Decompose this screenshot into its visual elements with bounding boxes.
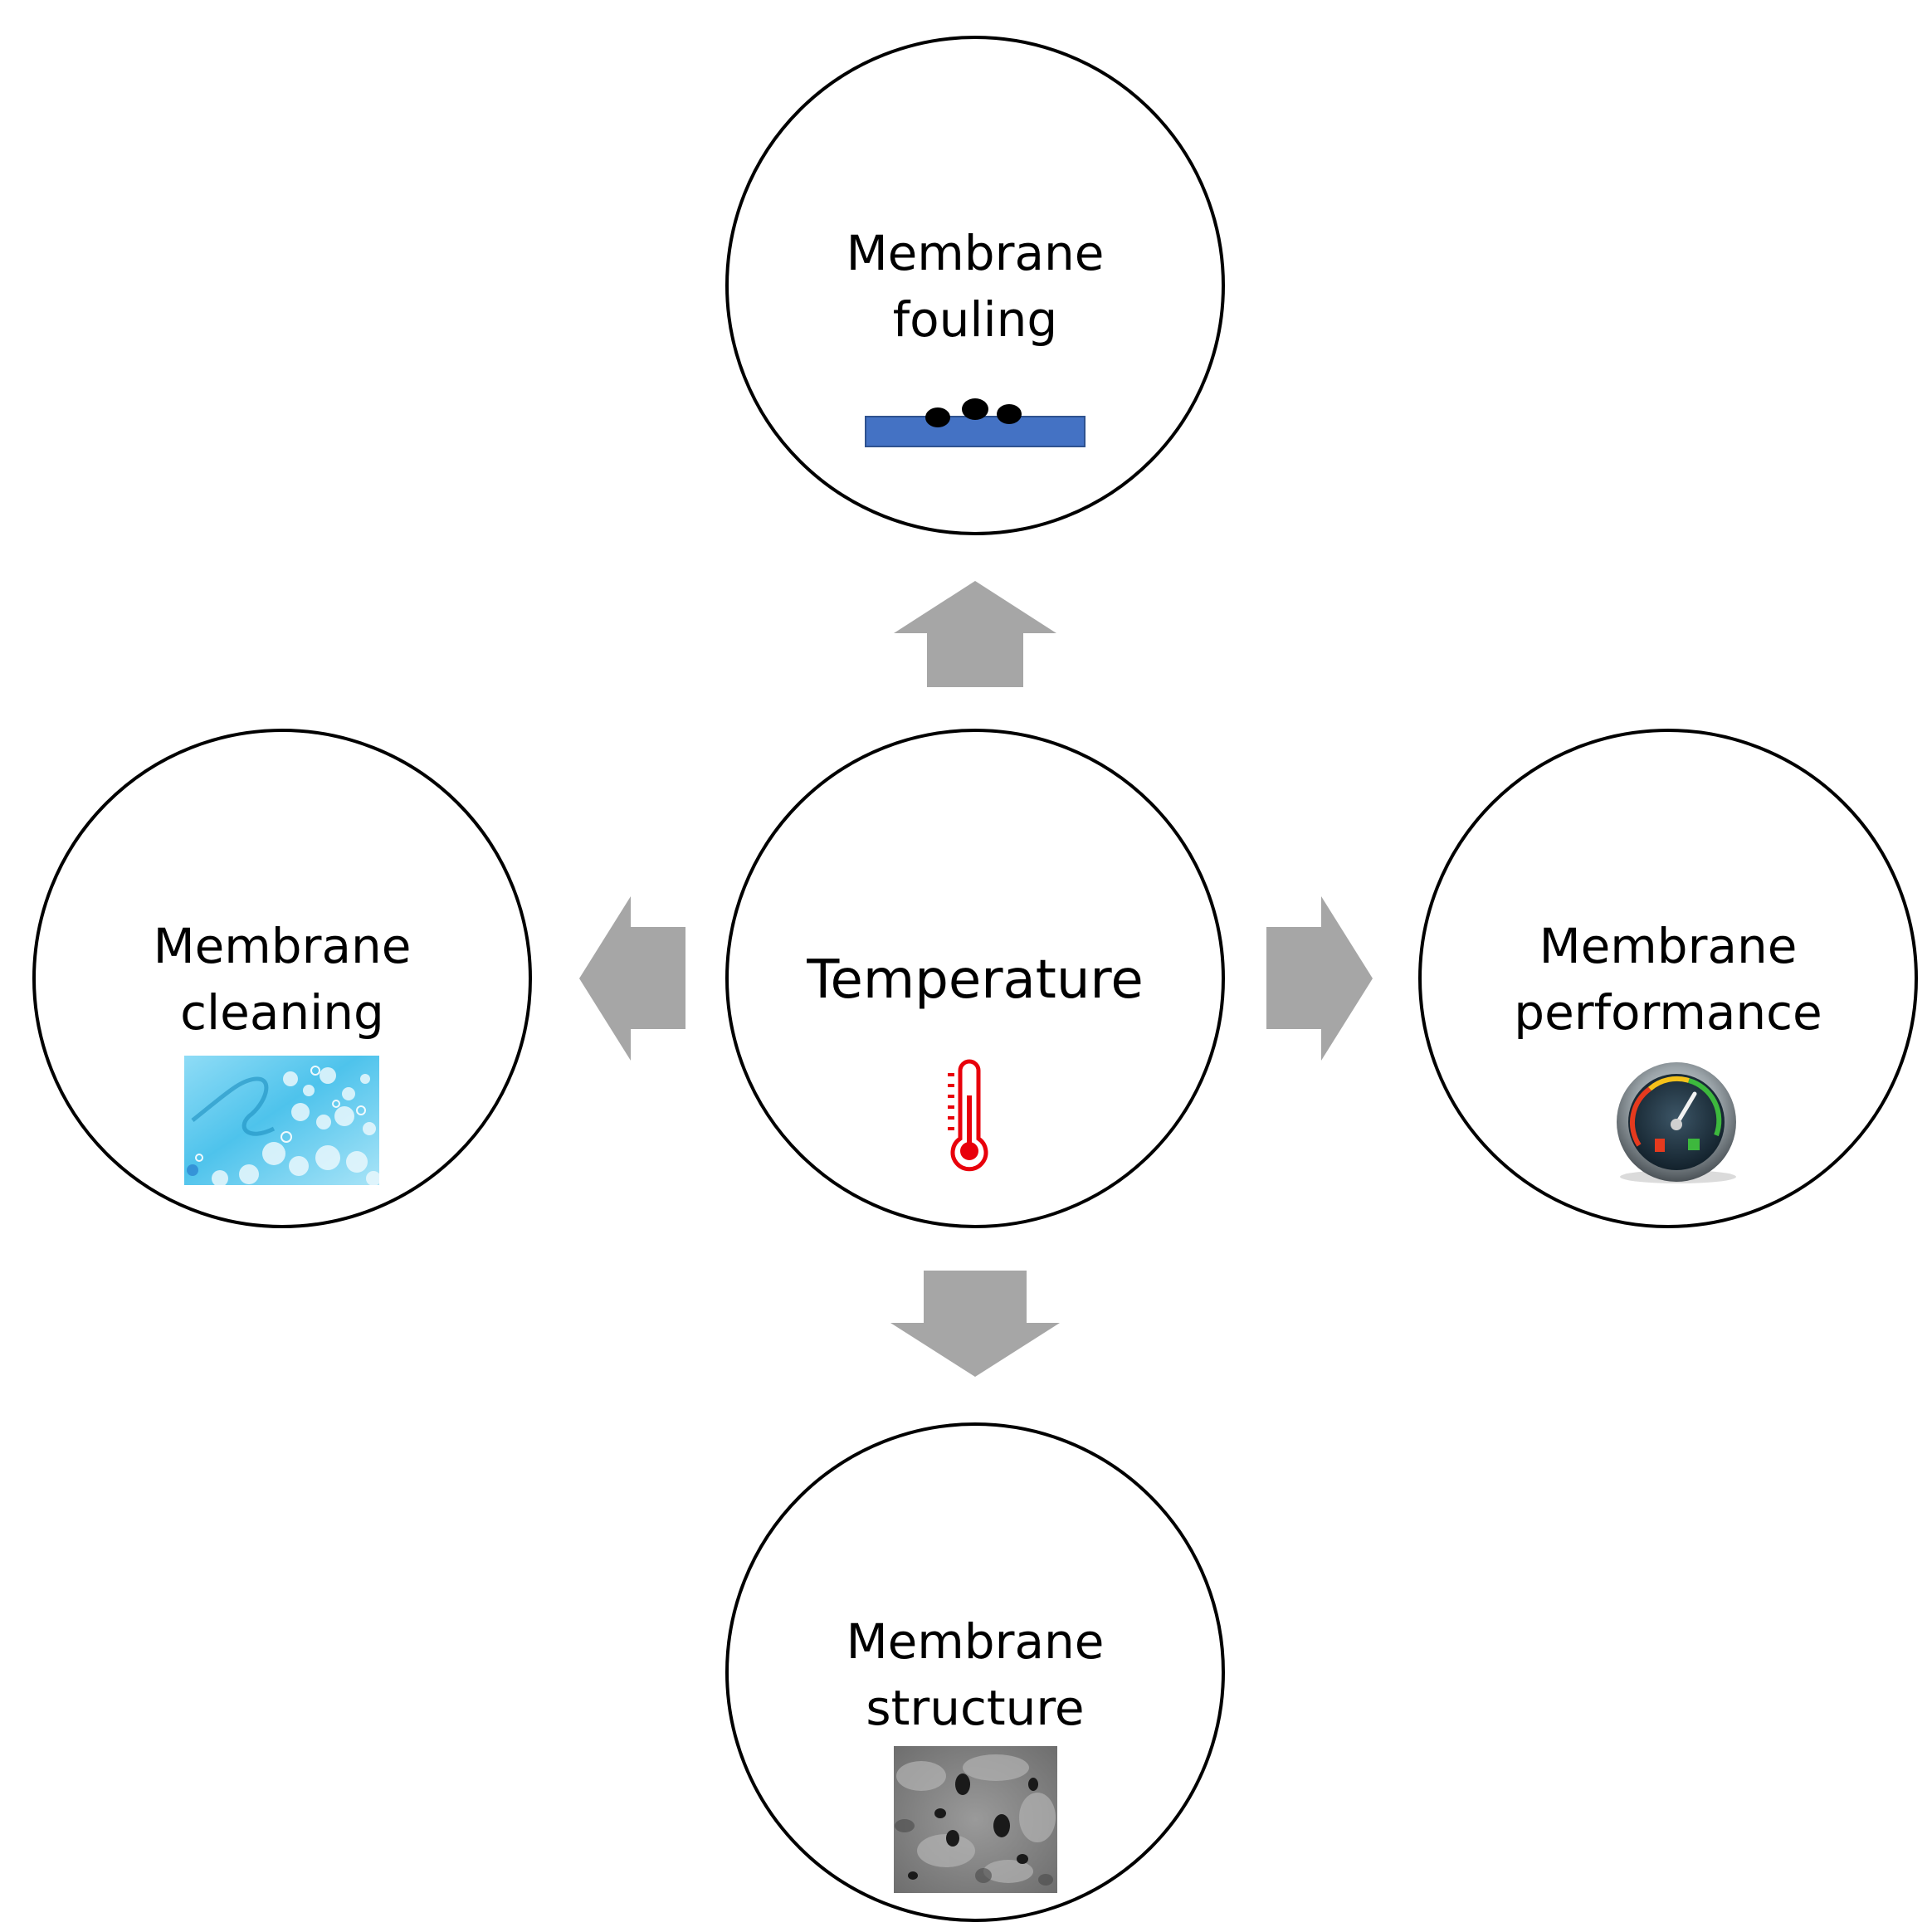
node-membrane-performance: Membrane performance [1418,729,1918,1228]
foam-bubbles-image [184,1056,379,1185]
node-membrane-structure: Membrane structure [725,1422,1225,1922]
arrow-up [894,581,1056,687]
node-membrane-fouling: Membrane fouling [725,36,1225,535]
arrow-right [1266,896,1373,1061]
speedometer-gauge-icon [1617,1062,1736,1183]
center-title: Temperature [806,949,1143,1011]
fouled-membrane-icon [865,398,1086,447]
arrow-left [579,896,685,1061]
node-membrane-cleaning: Membrane cleaning [32,729,532,1228]
sem-micrograph-image [894,1746,1057,1893]
node-cleaning-line1: Membrane [154,918,412,974]
node-temperature: Temperature [725,729,1225,1228]
node-cleaning-line2: cleaning [180,984,384,1041]
node-fouling-line1: Membrane [846,225,1105,281]
node-performance-line1: Membrane [1539,918,1798,974]
node-structure-line2: structure [866,1680,1084,1736]
thermometer-icon [948,1059,988,1172]
node-performance-line2: performance [1514,984,1822,1041]
node-fouling-line2: fouling [893,291,1057,348]
arrow-down [890,1271,1060,1377]
node-structure-line1: Membrane [846,1613,1105,1670]
